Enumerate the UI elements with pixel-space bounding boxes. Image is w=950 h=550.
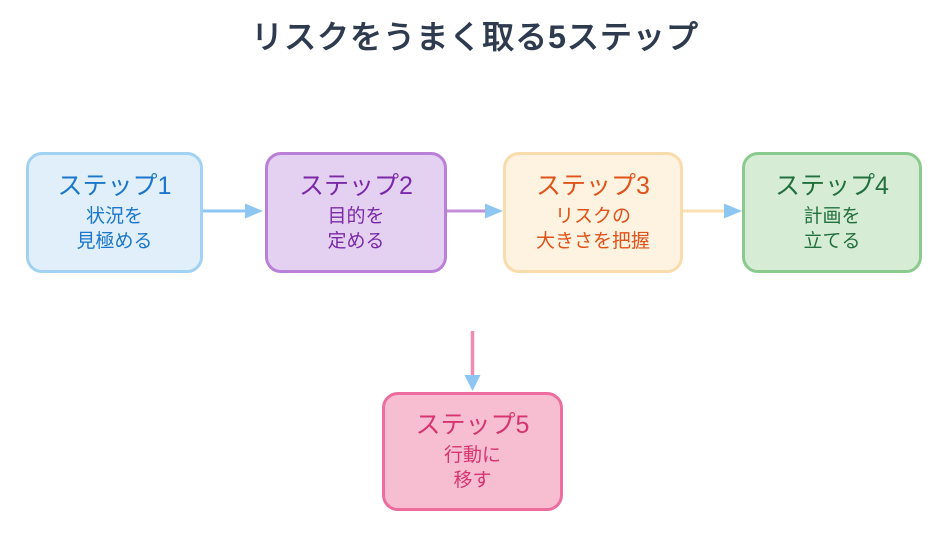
step-2-title: ステップ2	[299, 171, 413, 200]
step-1-body: 状況を 見極める	[76, 205, 152, 254]
step-5-body-line-1: 行動に	[443, 444, 501, 466]
step-5-body: 行動に 移す	[444, 444, 501, 493]
step-3-body-line-1: リスクの	[554, 205, 631, 227]
step-3-body: リスクの 大きさを把握	[536, 205, 650, 254]
arrow-step2-to-step3	[447, 203, 503, 219]
step-4-title: ステップ4	[775, 171, 889, 200]
step-2-box: ステップ2 目的を 定める	[265, 152, 447, 273]
arrowhead-icon	[485, 203, 503, 219]
step-4-box: ステップ4 計画を 立てる	[742, 152, 922, 273]
arrowhead-icon	[464, 375, 481, 391]
step-1-box: ステップ1 状況を 見極める	[26, 152, 203, 273]
step-4-body-line-1: 計画を	[803, 205, 861, 227]
step-2-body: 目的を 定める	[327, 205, 384, 254]
arrow-step1-to-step2	[203, 203, 263, 219]
step-1-title: ステップ1	[57, 171, 172, 200]
step-2-body-line-1: 目的を	[327, 205, 385, 227]
arrow-step3-to-step4	[683, 203, 742, 219]
step-1-body-line-2: 見極める	[76, 230, 153, 252]
step-5-box: ステップ5 行動に 移す	[382, 392, 563, 511]
step-2-body-line-2: 定める	[327, 230, 385, 252]
step-5-title: ステップ5	[415, 410, 530, 439]
arrow-down-to-step5	[464, 331, 481, 391]
step-4-body-line-2: 立てる	[803, 230, 861, 252]
step-3-body-line-2: 大きさを把握	[535, 230, 650, 252]
step-1-body-line-1: 状況を	[85, 205, 143, 227]
step-5-body-line-2: 移す	[453, 469, 492, 491]
step-4-body: 計画を 立てる	[803, 205, 860, 254]
arrowhead-icon	[245, 203, 263, 219]
arrowhead-icon	[724, 203, 742, 219]
step-3-title: ステップ3	[536, 171, 650, 200]
diagram-title: リスクをうまく取る5ステップ	[251, 19, 699, 55]
step-3-box: ステップ3 リスクの 大きさを把握	[503, 152, 683, 273]
